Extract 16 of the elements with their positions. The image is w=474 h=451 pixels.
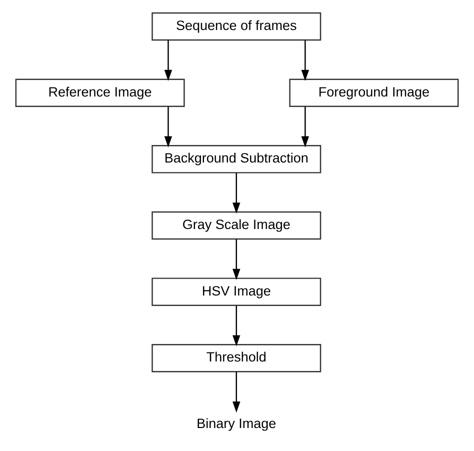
arrow (232, 172, 240, 214)
arrow (301, 40, 310, 81)
arrow (232, 306, 240, 346)
node-box: Reference Image (15, 78, 185, 107)
node-box: Foreground Image (289, 78, 459, 107)
arrow (164, 40, 172, 81)
arrow (164, 106, 172, 148)
arrow (232, 239, 240, 280)
node-box: Threshold (152, 344, 322, 372)
node-text: Binary Image (196, 416, 276, 431)
node-box: Gray Scale Image (152, 211, 322, 240)
arrow (301, 106, 310, 148)
node-box: HSV Image (152, 278, 322, 306)
node-box: Background Subtraction (152, 145, 322, 174)
node-box: Sequence of frames (152, 12, 322, 41)
arrow (232, 372, 240, 413)
